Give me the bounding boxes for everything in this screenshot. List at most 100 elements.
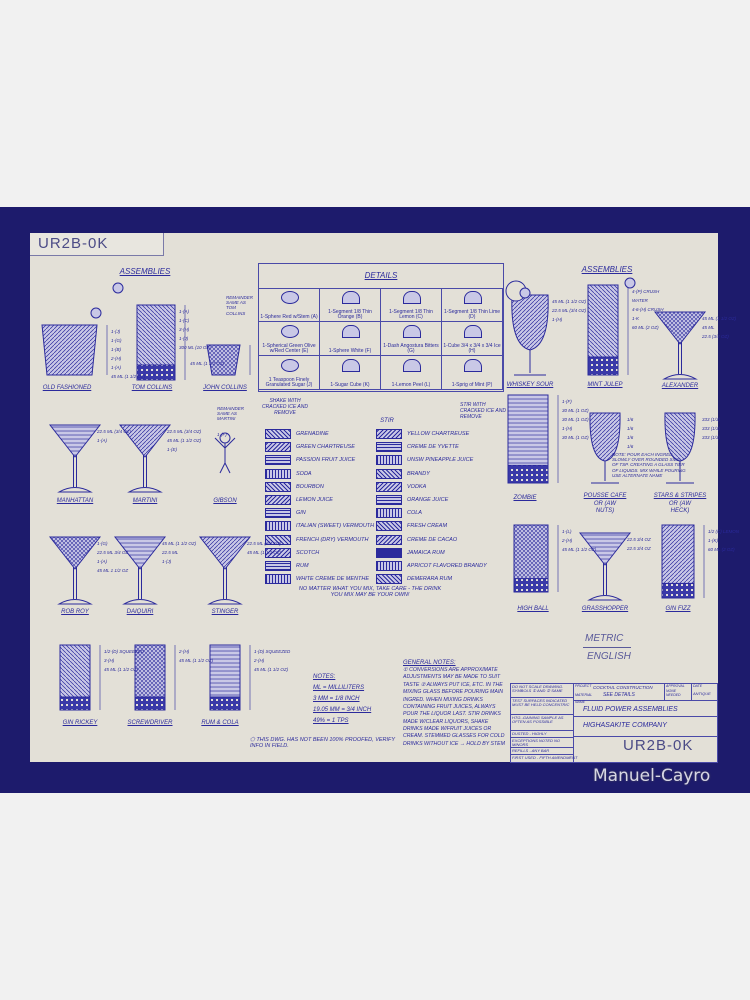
garnish-icon — [342, 325, 360, 338]
drink-annotation: 1-(J) — [162, 559, 172, 564]
glass-daiquiri — [113, 536, 167, 605]
garnish-icon — [281, 359, 299, 372]
legend-label: Italian (Sweet) Vermouth — [296, 523, 375, 530]
notes-heading: Notes: — [313, 674, 336, 680]
detail-cell: 1-Sugar Cube (K) — [320, 356, 381, 390]
drink-annotation: 45 ml (1 1/2 oz) — [179, 658, 214, 663]
glass-old-fashioned — [41, 324, 108, 376]
drink-name: Gin Fizz — [665, 606, 691, 612]
legend-swatch — [376, 442, 402, 453]
garnish-icon — [464, 359, 482, 372]
general-notes-heading: General Notes: — [403, 660, 456, 666]
english-label: English — [587, 651, 631, 662]
drink-annotation: Water — [632, 298, 648, 303]
drawing-number-box: UR2B-0K — [30, 233, 164, 256]
detail-label: 1-Segment 1/8 Thin Orange (B) — [328, 309, 372, 320]
detail-label: 1-Sugar Cube (K) — [330, 382, 370, 388]
drink-annotation: 2-(H) — [179, 649, 190, 654]
detail-cell: 1-Sphere White (F) — [320, 322, 381, 356]
detail-cell: 1-Sprig of Mint (P) — [442, 356, 503, 390]
legend-swatch — [376, 481, 402, 492]
garnish-icon — [519, 287, 531, 299]
glass-pousse-cafe — [589, 412, 621, 484]
watermark: Manuel-Cayro — [593, 766, 711, 786]
legend-swatch — [376, 561, 402, 571]
legend-label: Green Chartreuse — [296, 444, 355, 451]
legend-swatch — [376, 455, 402, 466]
tb-number: UR2B-0K — [623, 737, 694, 754]
note-line: 19.05 mm = 3/4 Inch — [313, 707, 372, 713]
drink-annotation: 2-(H) — [562, 538, 573, 543]
footnote: ⬠ This dwg. has not been 100% proofed, v… — [250, 737, 395, 750]
legend-label: Lemon Juice — [296, 497, 333, 503]
drink-annotation: 1-(E) — [167, 447, 177, 452]
drink-annotation: 1/6 — [627, 417, 634, 422]
drink-annotation: 60 ml (2 oz) — [708, 547, 735, 552]
detail-label: 1-Sprig of Mint (P) — [451, 382, 493, 388]
details-heading: Details — [364, 271, 398, 280]
detail-label: 1-Cube 3/4 x 3/4 x 3/4 Ice (H) — [443, 343, 501, 354]
glass-rob-roy — [48, 536, 102, 605]
drink-annotation: Remainder same as Martini — [217, 406, 245, 422]
drink-name: Rum & Cola — [201, 720, 239, 726]
drink-name: Old Fashioned — [42, 385, 92, 391]
drink-annotation: 45 ml (1 1/2 oz) — [562, 547, 597, 552]
glass-zombie — [507, 394, 559, 484]
detail-label: 1-Sphere White (F) — [328, 348, 372, 354]
legend-swatch — [376, 429, 402, 439]
drink-name: Martini — [132, 498, 158, 504]
legend-swatch — [265, 574, 291, 585]
drink-annotation: 22.5 ml (3/4 oz) — [247, 541, 282, 546]
tb-surfaces: Test surfaces indicated must be held con… — [512, 698, 570, 707]
drink-name: Gibson — [213, 498, 237, 504]
drink-name: Alexander — [661, 383, 699, 389]
legend-label: Orange Juice — [407, 497, 449, 503]
drink-annotation: 1-(D) squeezed — [254, 649, 291, 654]
title-block: Do not scale drawing. Symbols ① and ② sa… — [510, 683, 718, 763]
drink-annotation: 45 ml 1 1/2 oz — [97, 568, 129, 573]
garnish-icon — [464, 291, 482, 304]
legend-label: Apricot Flavored Brandy — [407, 563, 487, 569]
tb-name-label: Name — [575, 700, 586, 704]
drink-annotation: 1-(A) — [97, 559, 107, 564]
glass-gibson — [214, 432, 236, 474]
detail-label: 1-Segment 1/8 Thin Lime (D) — [443, 309, 501, 320]
drink-annotation: 1/6 — [627, 435, 634, 440]
glass-gin-fizz — [661, 524, 705, 599]
glass-alexander — [653, 311, 707, 380]
drink-annotation: 1-(A) — [111, 365, 121, 370]
tb-scale: Do not scale drawing. Symbols ① and ② sa… — [512, 684, 564, 693]
drink-annotation: 1/6 — [627, 444, 634, 449]
tb-name: Fluid Power Assemblies — [583, 706, 678, 713]
detail-label: 1-Spherical Green Olive w/Red Center (E) — [262, 343, 316, 354]
drink-annotation: 1-(H) — [562, 426, 573, 431]
legend-swatch — [265, 468, 291, 479]
garnish-icon — [281, 325, 299, 338]
stir-remove-method: Stir with Cracked Ice and Remove — [460, 402, 506, 420]
detail-cell: 1-Cube 3/4 x 3/4 x 3/4 Ice (H) — [442, 322, 503, 356]
legend-note: No matter what you mix, take care - the … — [298, 586, 442, 599]
drink-annotation: 45 ml (1 1/2 oz) — [247, 550, 282, 555]
tb-material: See details — [603, 692, 635, 698]
drink-annotation: 30 ml (1 oz) — [562, 435, 589, 440]
legend-swatch — [376, 508, 402, 519]
drink-annotation: 22.5 ml 3/4 oz — [97, 550, 129, 555]
tb-company: Highasakite Company — [583, 722, 667, 729]
assemblies-heading-left: Assemblies — [119, 267, 171, 276]
legend-swatch — [376, 468, 402, 479]
legend-swatch — [376, 574, 402, 585]
legend-swatch — [265, 561, 291, 571]
garnish-icon — [464, 325, 482, 338]
drink-name: Grasshopper — [581, 606, 629, 612]
unit-divider — [583, 647, 631, 648]
drink-annotation: 45 ml (1 1/2 oz) — [111, 374, 146, 379]
drink-annotation: 1-(G) — [97, 541, 108, 546]
drink-annotation: 1-(F) — [562, 399, 572, 404]
glass-rum-cola — [209, 644, 251, 711]
legend-swatch — [265, 429, 291, 439]
blueprint-poster: UR2B-0K Assemblies Assemblies Details 1-… — [30, 233, 739, 763]
drink-annotation: 1-K — [632, 316, 640, 321]
legend-swatch — [265, 521, 291, 532]
legend-label: Vodka — [407, 483, 427, 490]
drink-annotation: 22.5 3/4 oz — [627, 546, 651, 551]
